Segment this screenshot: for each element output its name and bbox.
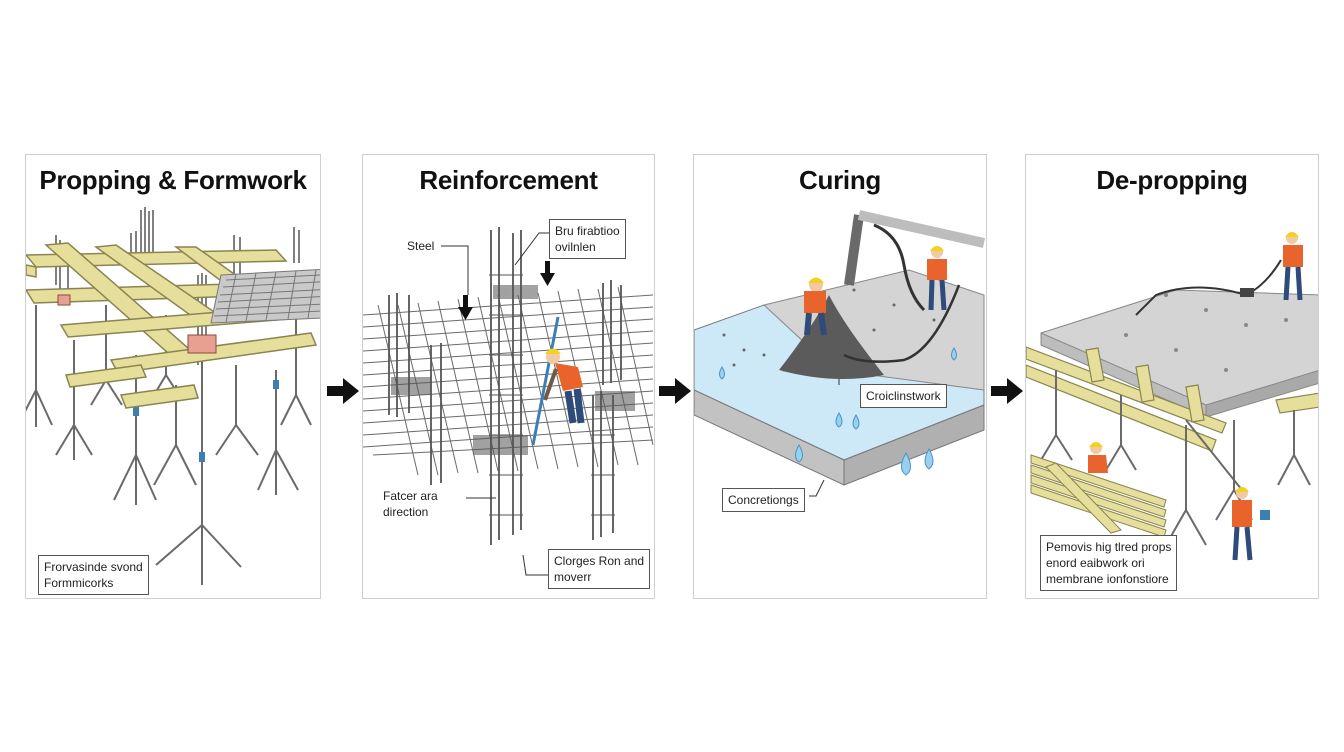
- reinforcement-illustration: [363, 227, 654, 576]
- callout-line: ovilnlen: [555, 240, 596, 254]
- callout-line: Bru firabtioo: [555, 224, 620, 238]
- panel-title: Reinforcement: [419, 165, 598, 195]
- de-propping-illustration: [1026, 232, 1318, 561]
- top-callout: Bru firabtioo ovilnlen: [549, 219, 626, 259]
- callout-line: enord eaibwork ori: [1046, 556, 1145, 570]
- steel-label: Steel: [407, 238, 434, 254]
- label-line: Steel: [407, 239, 435, 253]
- formwork-illustration: [26, 207, 320, 585]
- arrow-right-icon: [991, 378, 1023, 404]
- panel-title: Curing: [799, 165, 881, 195]
- callout-line: Croiclinstwork: [866, 389, 941, 403]
- panel-curing: Curing Croiclinstwork Concretiongs: [693, 154, 987, 599]
- callout-line: Pemovis hig tlred props: [1046, 540, 1172, 554]
- callout-line: membrane ionfonstiore: [1046, 572, 1169, 586]
- panel-propping-formwork: Propping & Formwork Frorvasinde svond Fo…: [25, 154, 321, 599]
- label-line: Fatcer ara: [383, 489, 438, 503]
- label-line: direction: [383, 505, 429, 519]
- arrow-right-icon: [327, 378, 359, 404]
- panel-title: Propping & Formwork: [39, 165, 307, 195]
- panel-title: De-propping: [1096, 165, 1248, 195]
- arrow-right-icon: [659, 378, 691, 404]
- callout-line: Formmicorks: [44, 576, 114, 590]
- bottom-callout: Clorges Ron and moverr: [548, 549, 651, 589]
- de-propping-callout: Pemovis hig tlred props enord eaibwork o…: [1040, 535, 1178, 591]
- callout-line: Frorvasinde svond: [44, 560, 143, 574]
- middle-callout: Croiclinstwork: [860, 384, 947, 408]
- curing-illustration: [694, 210, 986, 497]
- panel-reinforcement: Reinforcement Steel Bru firabtioo ovilnl…: [362, 154, 655, 599]
- direction-label: Fatcer ara direction: [383, 488, 438, 520]
- bottom-callout: Concretiongs: [722, 488, 805, 512]
- callout-line: moverr: [554, 570, 592, 584]
- callout-line: Clorges Ron and: [554, 554, 645, 568]
- panel-de-propping: De-propping Pemovis hig tlred props enor…: [1025, 154, 1319, 599]
- formwork-callout: Frorvasinde svond Formmicorks: [38, 555, 149, 595]
- callout-line: Concretiongs: [728, 493, 799, 507]
